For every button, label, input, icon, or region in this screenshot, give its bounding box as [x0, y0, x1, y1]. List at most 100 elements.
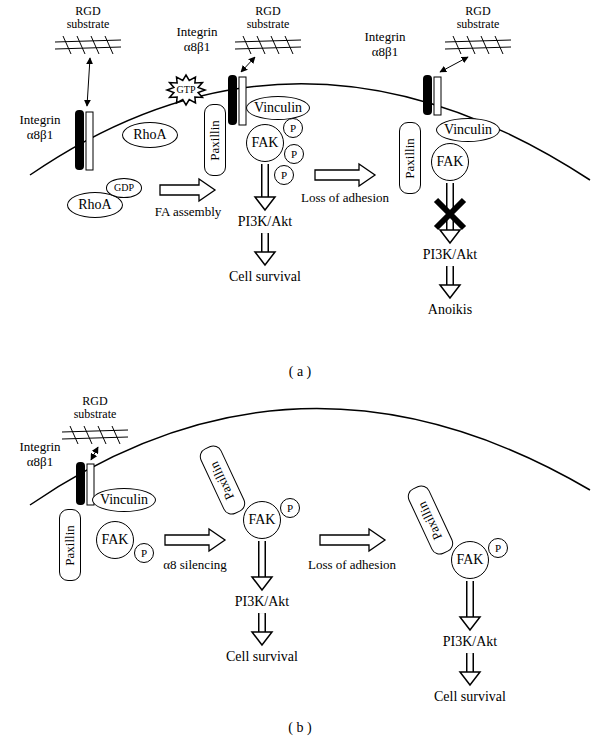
signal-arrow [255, 164, 275, 210]
node-text: PI3K/Akt [423, 247, 477, 263]
protein-circle: FAK [243, 501, 281, 539]
pathway-text: PI3K/Akt [421, 246, 479, 264]
node-text: PI3K/Akt [238, 214, 292, 230]
protein-circle: P [284, 144, 305, 165]
signal-arrow [255, 233, 275, 265]
node-text: RhoA [133, 127, 166, 143]
integrin-label-holder: Integrin α8β1 [167, 25, 227, 54]
node-text: Vinculin [100, 492, 148, 508]
pathway-text: Anoikis [426, 301, 474, 319]
step-arrow [160, 179, 215, 201]
integrin-label: Integrin α8β1 [10, 113, 70, 142]
step-label-holder: Loss of adhesion [308, 558, 396, 573]
node-text: FAK [102, 532, 129, 548]
node-text: Paxillin [415, 499, 446, 542]
arrow-head [255, 197, 275, 210]
panel-label: ( b ) [288, 720, 311, 736]
star-outline [167, 75, 205, 105]
arrow-shaft-core [447, 266, 452, 286]
arrow-shaft-core [448, 183, 453, 231]
protein-circle: P [283, 118, 304, 139]
node-text: P [281, 169, 287, 182]
node-text: Paxillin [208, 120, 223, 160]
paxillin-box: Paxillin [399, 122, 422, 194]
protein-ellipse: Vinculin [92, 488, 156, 512]
block-cross [436, 200, 464, 228]
node-text: Cell survival [229, 269, 301, 285]
arrow-shaft [466, 581, 474, 618]
node-text: GDP [114, 182, 134, 194]
substrate-label: RGD substrate [237, 5, 299, 32]
paxillin-box: Paxillin [196, 443, 247, 518]
protein-ellipse: Vinculin [246, 96, 310, 120]
step-arrow [315, 164, 375, 186]
substrate-label-holder: RGD substrate [64, 395, 126, 422]
protein-circle: FAK [96, 521, 134, 559]
block-cross [436, 200, 464, 228]
step-label-holder: Loss of adhesion [301, 191, 389, 206]
protein-circle: P [280, 498, 301, 519]
integrin-label: Integrin α8β1 [167, 25, 227, 54]
substrate-hatching [62, 426, 128, 444]
step-arrow [165, 529, 225, 551]
arrow-shaft [466, 653, 474, 673]
arrow-shaft-core [467, 653, 472, 673]
gtp-star: GTP [167, 75, 205, 105]
arrow-shaft [446, 266, 454, 286]
node-text: P [290, 122, 296, 135]
panel-label: ( a ) [289, 364, 312, 380]
arrow-head [460, 617, 480, 630]
integrin-beta [239, 77, 246, 125]
arrow-shaft [261, 164, 269, 198]
substrate-hatching [445, 36, 511, 54]
panel-label-holder: ( b ) [288, 720, 311, 736]
node-text: Paxillin [403, 138, 418, 178]
arrow-shaft-core [259, 613, 264, 633]
arrow-shaft-core [260, 541, 265, 578]
node-text: FAK [252, 135, 279, 151]
substrate-label-holder: RGD substrate [237, 5, 299, 32]
gdp-bubble: GDP [106, 178, 142, 198]
substrate-label-holder: RGD substrate [447, 5, 509, 32]
cell-membrane [30, 84, 590, 180]
binding-arrow [87, 58, 90, 106]
integrin-alpha [76, 462, 85, 505]
step-label: Loss of adhesion [301, 191, 389, 206]
arrow-head [255, 252, 275, 265]
substrate-hatching [55, 36, 121, 54]
arrow-head [252, 632, 272, 645]
protein-circle: FAK [451, 541, 489, 579]
step-label: FA assembly [155, 205, 222, 220]
arrow-shaft [258, 613, 266, 633]
paxillin-box: Paxillin [404, 483, 455, 558]
node-text: FAK [457, 552, 484, 568]
protein-circle: FAK [431, 143, 469, 181]
paxillin-box: Paxillin [204, 104, 227, 176]
node-text: P [141, 547, 147, 560]
arrow-head [440, 285, 460, 298]
protein-circle: P [134, 543, 155, 564]
node-text: FAK [249, 512, 276, 528]
integrin-label: Integrin α8β1 [355, 30, 415, 59]
node-text: GTP [177, 84, 196, 96]
step-label-holder: FA assembly [155, 205, 222, 220]
node-text: Vinculin [444, 122, 492, 138]
node-text: Anoikis [428, 302, 472, 318]
arrow-head [440, 230, 460, 243]
substrate-label-holder: RGD substrate [57, 5, 119, 32]
protein-circle: P [488, 538, 509, 559]
signal-arrow [252, 541, 272, 590]
step-label: α8 silencing [163, 558, 227, 573]
integrin-label-holder: Integrin α8β1 [10, 440, 70, 469]
node-text: Paxillin [207, 459, 238, 502]
integrin-label-holder: Integrin α8β1 [10, 113, 70, 142]
node-text: Paxillin [63, 525, 78, 565]
node-text: Vinculin [254, 100, 302, 116]
integrin-beta [434, 77, 441, 115]
integrin-beta [86, 112, 93, 170]
substrate-label: RGD substrate [64, 395, 126, 422]
arrow-head [460, 672, 480, 685]
panel-label-holder: ( a ) [289, 364, 312, 380]
node-text: PI3K/Akt [443, 634, 497, 650]
arrow-shaft-core [468, 581, 473, 618]
